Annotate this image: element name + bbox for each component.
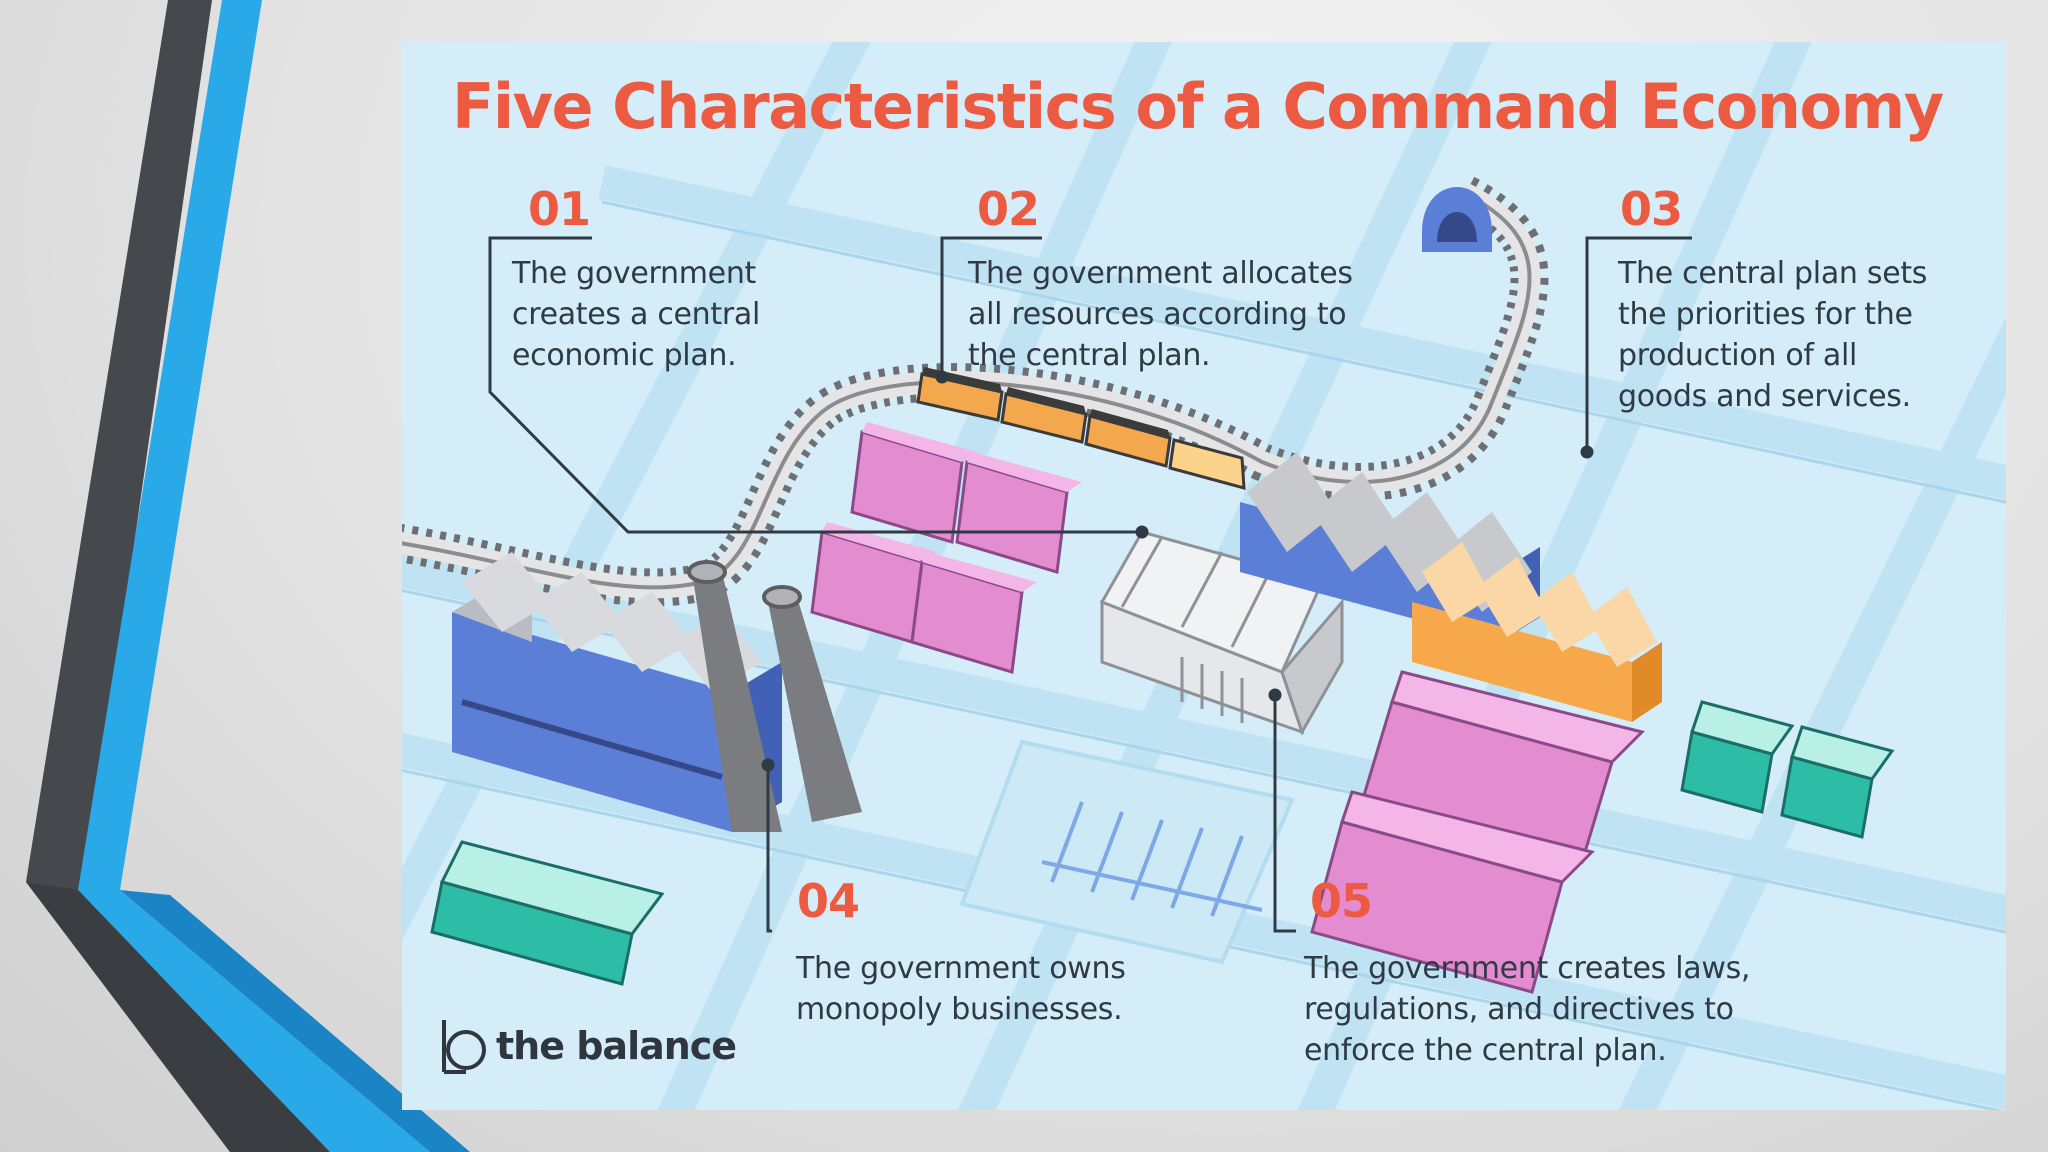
item-01-line: creates a central (512, 297, 760, 332)
smokestacks (687, 560, 862, 832)
callout-line-04 (766, 765, 772, 933)
slide-blue-stripe (78, 0, 430, 1152)
tunnel (1422, 187, 1492, 252)
item-02-number: 02 (977, 182, 1040, 236)
item-01-description: The government creates a central economi… (512, 253, 760, 376)
item-01-line: economic plan. (512, 338, 737, 373)
callout-line-02 (940, 236, 1042, 377)
balance-logo-icon (442, 1020, 486, 1074)
item-04-line: monopoly businesses. (796, 992, 1123, 1027)
item-04-description: The government owns monopoly businesses. (796, 948, 1126, 1030)
item-05-line: The government creates laws, (1304, 951, 1751, 986)
callout-line-03 (1585, 236, 1692, 452)
infographic-title: Five Characteristics of a Command Econom… (452, 70, 1944, 143)
slide-blue-wedge (120, 890, 470, 1152)
railway-track (402, 175, 1549, 607)
item-03-description: The central plan sets the priorities for… (1618, 253, 1927, 417)
slide-dark-stripe (26, 0, 300, 1152)
callout-line-05 (1273, 695, 1296, 933)
item-03-number: 03 (1620, 182, 1683, 236)
parking-lot (959, 739, 1295, 965)
brand-name: the balance (496, 1024, 737, 1068)
item-02-description: The government allocates all resources a… (968, 253, 1353, 376)
item-03-line: production of all (1618, 338, 1858, 373)
teal-buildings (430, 700, 1895, 986)
item-01-number: 01 (528, 182, 591, 236)
item-02-line: the central plan. (968, 338, 1211, 373)
city-illustration (402, 42, 2006, 1110)
callout-line-01 (488, 236, 1142, 534)
item-02-line: The government allocates (968, 256, 1353, 291)
orange-factory (1412, 542, 1662, 722)
pink-warehouses (1310, 670, 1645, 994)
item-05-line: regulations, and directives to (1304, 992, 1734, 1027)
item-01-line: The government (512, 256, 757, 291)
item-04-line: The government owns (796, 951, 1126, 986)
item-05-description: The government creates laws, regulations… (1304, 948, 1750, 1071)
infographic: Five Characteristics of a Command Econom… (402, 42, 2006, 1110)
callout-lines (488, 236, 1692, 933)
slide-dark-wedge (26, 882, 330, 1152)
pink-houses (810, 422, 1082, 674)
item-05-number: 05 (1310, 874, 1373, 928)
item-03-line: the priorities for the (1618, 297, 1913, 332)
item-02-line: all resources according to (968, 297, 1347, 332)
brand-logo: the balance (488, 1016, 737, 1076)
train (916, 367, 1246, 490)
item-03-line: The central plan sets (1618, 256, 1928, 291)
item-04-number: 04 (797, 874, 860, 928)
item-03-line: goods and services. (1618, 379, 1911, 414)
item-05-line: enforce the central plan. (1304, 1033, 1667, 1068)
